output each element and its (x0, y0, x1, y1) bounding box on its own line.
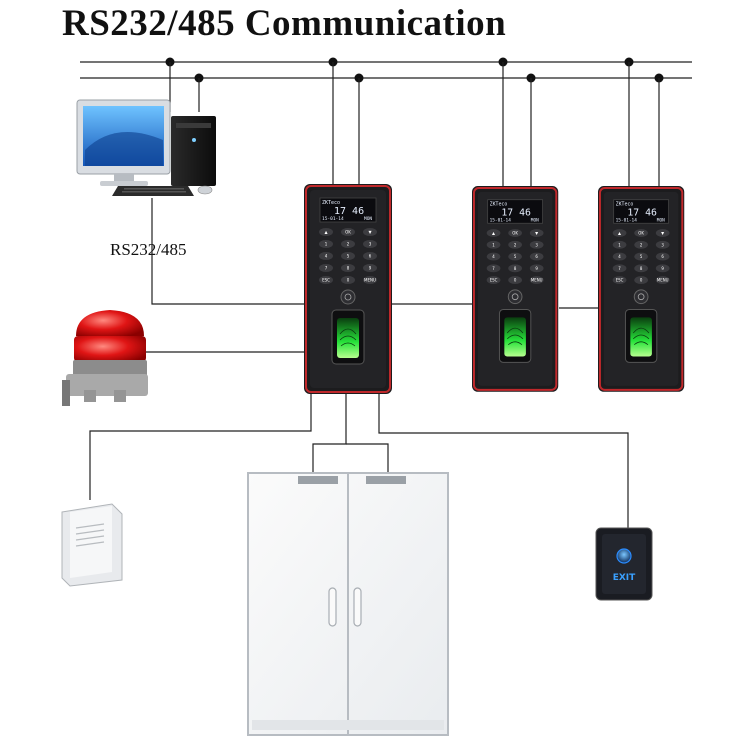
glass-door-icon (247, 472, 449, 736)
svg-text:EXIT: EXIT (613, 573, 636, 583)
computer-icon (76, 99, 216, 196)
rs232-485-label: RS232/485 (110, 240, 187, 259)
terminal-2 (471, 185, 560, 393)
exit-button-icon: EXIT (595, 527, 653, 601)
doorbell-icon (61, 503, 123, 587)
terminal-3 (597, 185, 686, 393)
alarm-siren-icon (62, 310, 148, 406)
terminal-1 (303, 183, 393, 395)
diagram-title: RS232/485 Communication (62, 3, 507, 44)
